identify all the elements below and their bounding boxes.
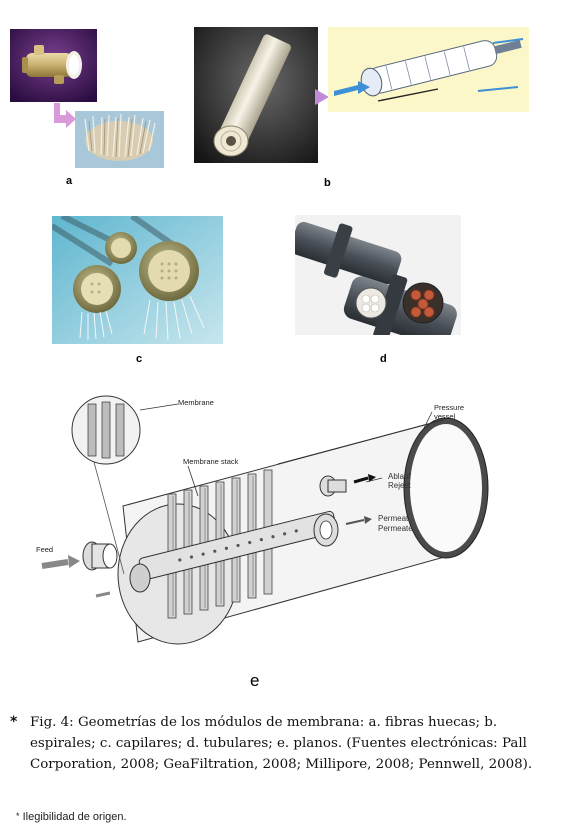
arrow-b-icon <box>315 89 329 105</box>
panel-label-d: d <box>380 353 387 365</box>
footnote-marker: * <box>16 811 20 821</box>
callout-ablauf: Ablauf <box>388 472 411 481</box>
footnote: * Ilegibilidad de origen. <box>16 811 127 823</box>
photo-d-tubular <box>295 215 461 335</box>
panel-label-c: c <box>136 353 143 365</box>
callout-membrane: Membrane <box>178 398 214 407</box>
callout-feed: Feed <box>36 545 54 554</box>
callout-permeat: Permeat <box>378 514 409 523</box>
callout-reject: Reject <box>388 481 411 490</box>
panel-label-e: e <box>250 671 260 690</box>
footnote-text: Ilegibilidad de origen. <box>22 811 127 823</box>
panel-label-a: a <box>66 175 73 187</box>
callout-pressure: Pressure <box>434 403 465 412</box>
caption-marker: * <box>10 714 18 730</box>
callout-permeate: Permeate <box>378 524 413 533</box>
photo-b-spiral-schematic <box>328 27 529 112</box>
photo-a-fibers <box>75 111 164 168</box>
callout-vessel: vessel <box>434 412 456 421</box>
callout-membrane-stack: Membrane stack <box>183 457 239 466</box>
photo-a-module <box>10 29 97 102</box>
panel-label-b: b <box>324 177 331 189</box>
drawing-e-plate-module: Membrane Membrane stack Pressure vessel … <box>28 384 526 658</box>
arrow-a-icon <box>50 103 78 129</box>
caption-text: Fig. 4: Geometrías de los módulos de mem… <box>30 715 533 772</box>
photo-c-capillary <box>52 216 223 344</box>
photo-b-spiral-element <box>194 27 318 163</box>
figure-caption: * Fig. 4: Geometrías de los módulos de m… <box>10 712 560 775</box>
